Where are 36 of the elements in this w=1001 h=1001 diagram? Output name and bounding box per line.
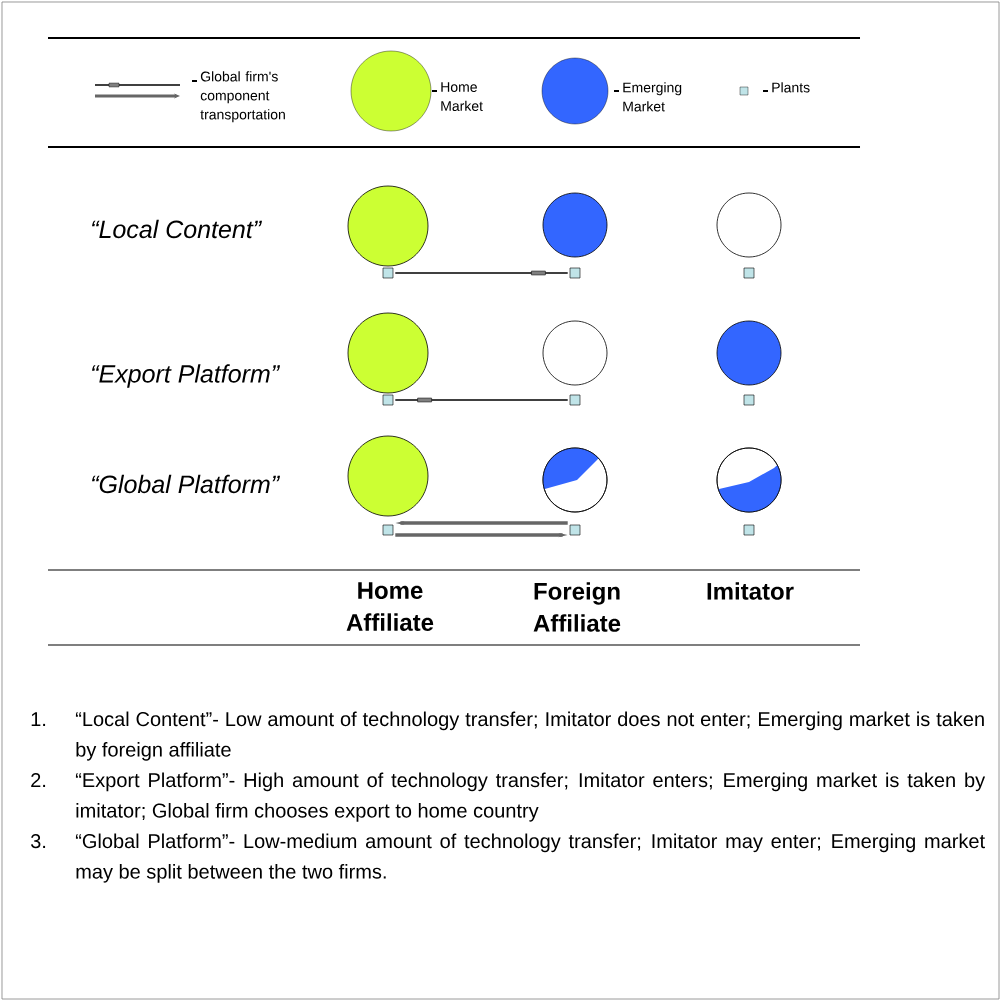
transport-line — [394, 270, 569, 276]
list-item: “Global Platform”- Low-medium amount of technology transfer; Imitator may enter; Emerging market may be split between the two firms. — [75, 833, 985, 883]
list-item: “Export Platform”- High amount of technology transfer; Imitator enters; Emerging market is taken by imitator; Global firm chooses export to home country — [75, 772, 986, 822]
market-circle — [347, 312, 429, 394]
column-label: Foreign Affiliate — [533, 582, 621, 632]
market-circle — [542, 320, 608, 386]
plant-square — [743, 267, 755, 279]
market-circle — [542, 447, 608, 513]
plant-square — [569, 524, 581, 536]
market-circle — [716, 320, 782, 386]
row-label: “Global Platform” — [92, 474, 281, 494]
column-label: Imitator — [707, 582, 794, 600]
row-label: “Export Platform” — [92, 364, 281, 388]
plant-square — [382, 394, 394, 406]
plant-square — [569, 394, 581, 406]
legend-label: Home Market — [441, 82, 483, 111]
transport-line — [394, 397, 569, 403]
plant-square — [743, 394, 755, 406]
list-item: “Local Content”- Low amount of technology transfer; Imitator does not enter; Emerging market is taken by foreign affiliate — [75, 711, 984, 761]
legend-label: Emerging Market — [623, 82, 682, 112]
plant-square — [569, 267, 581, 279]
plant-square — [382, 267, 394, 279]
market-circle — [347, 185, 429, 267]
market-circle — [542, 192, 608, 258]
list-number: 2. — [31, 773, 46, 787]
list-number: 1. — [31, 712, 46, 726]
market-circle — [716, 192, 782, 258]
column-label: Home Affiliate — [346, 582, 434, 631]
legend-label: Global firm's component transportation — [200, 71, 285, 123]
market-circle — [716, 447, 782, 513]
legend-label: Plants — [772, 82, 810, 93]
market-circle — [347, 435, 429, 517]
row-label: “Local Content” — [92, 219, 262, 239]
plant-square — [382, 524, 394, 536]
plant-square — [743, 524, 755, 536]
list-number: 3. — [30, 834, 46, 849]
